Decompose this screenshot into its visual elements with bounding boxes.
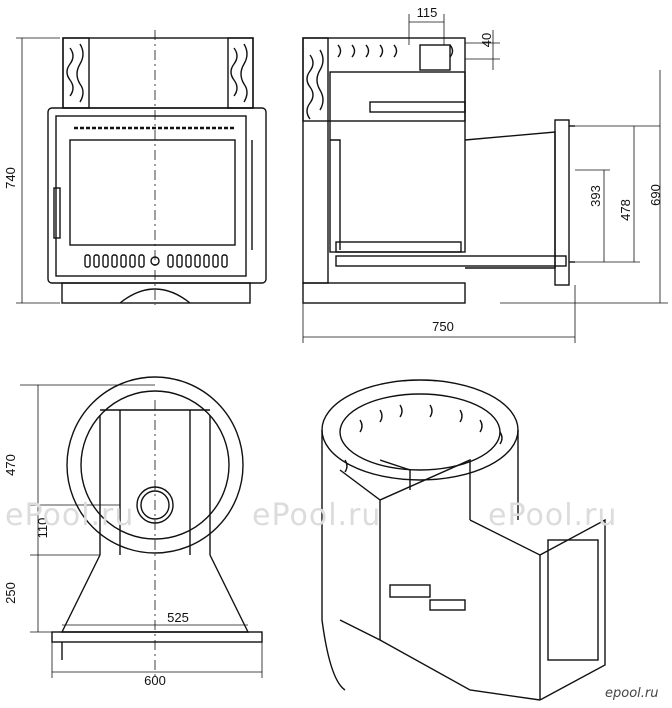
front-view — [16, 30, 267, 305]
dim-110: 110 — [35, 518, 50, 539]
dim-393: 393 — [588, 185, 603, 207]
dim-525: 525 — [167, 610, 189, 625]
isometric-cutaway — [321, 379, 606, 701]
epool-logo: epool.ru — [605, 686, 659, 701]
watermark-right: ePool.ru — [488, 498, 618, 533]
top-view — [20, 376, 263, 680]
dim-470: 470 — [3, 454, 18, 476]
watermark-left: ePool.ru — [5, 498, 135, 533]
dim-600: 600 — [144, 673, 166, 688]
dim-115: 115 — [417, 5, 438, 20]
dim-740: 740 — [3, 167, 18, 189]
dim-478: 478 — [618, 199, 633, 221]
dim-40: 40 — [479, 33, 494, 47]
watermark-center: ePool.ru — [252, 498, 382, 533]
dim-250: 250 — [3, 582, 18, 604]
front-ash-vents — [84, 254, 228, 268]
side-view — [302, 14, 668, 343]
dim-750: 750 — [432, 319, 454, 334]
dim-690: 690 — [648, 184, 663, 206]
